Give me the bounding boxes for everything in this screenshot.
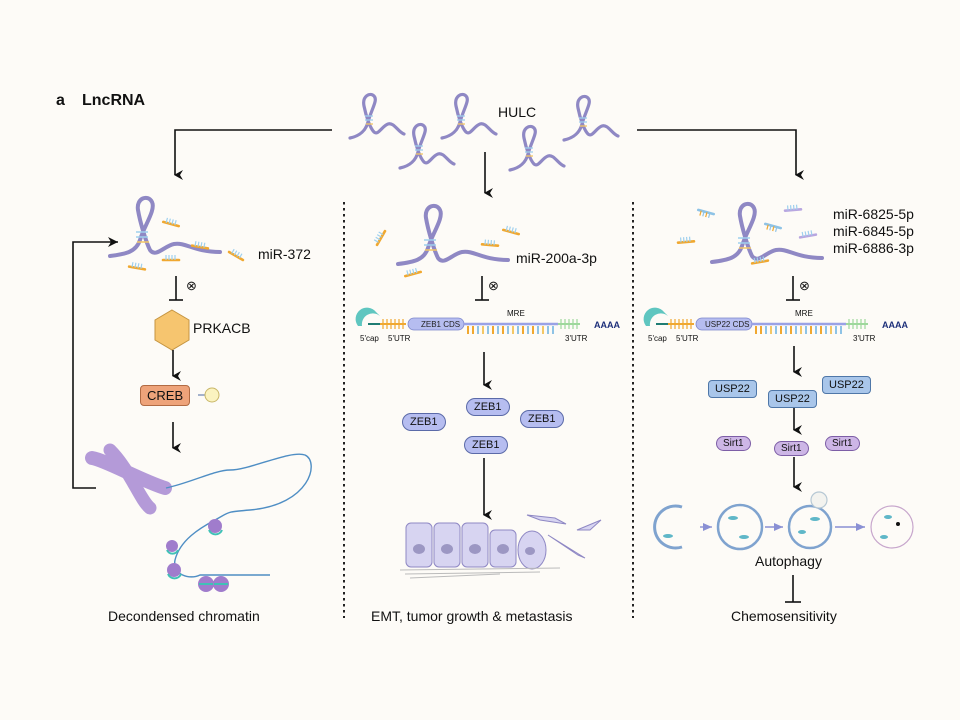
usp22-cds-label: USP22 CDS <box>705 320 750 329</box>
sirt1-protein: Sirt1 <box>716 436 751 451</box>
zeb1-mre-label: MRE <box>507 309 525 318</box>
usp22-cap-label: 5'cap <box>648 334 667 343</box>
chromosome <box>85 443 312 592</box>
usp22-polya-label: AAAA <box>882 320 908 330</box>
mir-6825-label: miR-6825-5p <box>833 206 914 222</box>
hulc-rna-cluster <box>348 92 620 172</box>
inhibit-symbol-right: ⊗ <box>799 278 810 293</box>
zeb1-cap-label: 5'cap <box>360 334 379 343</box>
sirt1-protein: Sirt1 <box>825 436 860 451</box>
autophagy-stages <box>653 491 914 551</box>
prkacb-label: PRKACB <box>193 320 251 336</box>
outcome-left: Decondensed chromatin <box>108 608 260 624</box>
autophagy-inhibit <box>785 575 801 603</box>
outcome-middle: EMT, tumor growth & metastasis <box>371 608 573 624</box>
feedback-arrow <box>72 237 118 489</box>
right-inhibit <box>786 276 800 301</box>
sirt1-protein: Sirt1 <box>774 441 809 456</box>
mir-200a-label: miR-200a-3p <box>516 250 597 266</box>
branch-arrows <box>174 129 804 198</box>
usp22-protein: USP22 <box>768 390 817 408</box>
zeb1-protein: ZEB1 <box>402 413 446 431</box>
right-sponge <box>676 201 824 265</box>
arrow-to-right-branch <box>637 129 804 180</box>
middle-sponge <box>371 203 522 278</box>
epithelial-cells <box>399 514 602 579</box>
panel-title: LncRNA <box>82 92 146 109</box>
usp22-mrna-graphic <box>642 306 870 336</box>
creb-box: CREB <box>140 385 191 406</box>
left-inhibit <box>169 276 183 301</box>
mir-6845-label: miR-6845-5p <box>833 223 914 239</box>
left-sponge <box>108 195 247 271</box>
zeb1-cds-label: ZEB1 CDS <box>421 320 461 329</box>
zeb1-utr3-label: 3'UTR <box>565 334 588 343</box>
zeb1-protein: ZEB1 <box>466 398 510 416</box>
autophagy-label: Autophagy <box>755 553 822 569</box>
prkacb-hexagon <box>154 309 190 351</box>
hulc-label: HULC <box>498 104 537 120</box>
zeb1-mrna-graphic <box>354 306 582 336</box>
zeb1-polya-label: AAAA <box>594 320 620 330</box>
usp22-protein: USP22 <box>708 380 757 398</box>
panel-letter: a <box>56 92 65 109</box>
inhibit-symbol-left: ⊗ <box>186 278 197 293</box>
usp22-utr5-label: 5'UTR <box>676 334 699 343</box>
mir-372-label: miR-372 <box>258 246 311 262</box>
inhibit-symbol-middle: ⊗ <box>488 278 499 293</box>
phosphate-circle <box>204 387 220 403</box>
zeb1-protein: ZEB1 <box>464 436 508 454</box>
usp22-utr3-label: 3'UTR <box>853 334 876 343</box>
middle-inhibit <box>475 276 489 301</box>
usp22-protein: USP22 <box>822 376 871 394</box>
usp22-mre-label: MRE <box>795 309 813 318</box>
zeb1-protein: ZEB1 <box>520 410 564 428</box>
outcome-right: Chemosensitivity <box>731 608 837 624</box>
mir-6886-label: miR-6886-3p <box>833 240 914 256</box>
zeb1-utr5-label: 5'UTR <box>388 334 411 343</box>
arrow-to-left-branch <box>174 129 332 180</box>
